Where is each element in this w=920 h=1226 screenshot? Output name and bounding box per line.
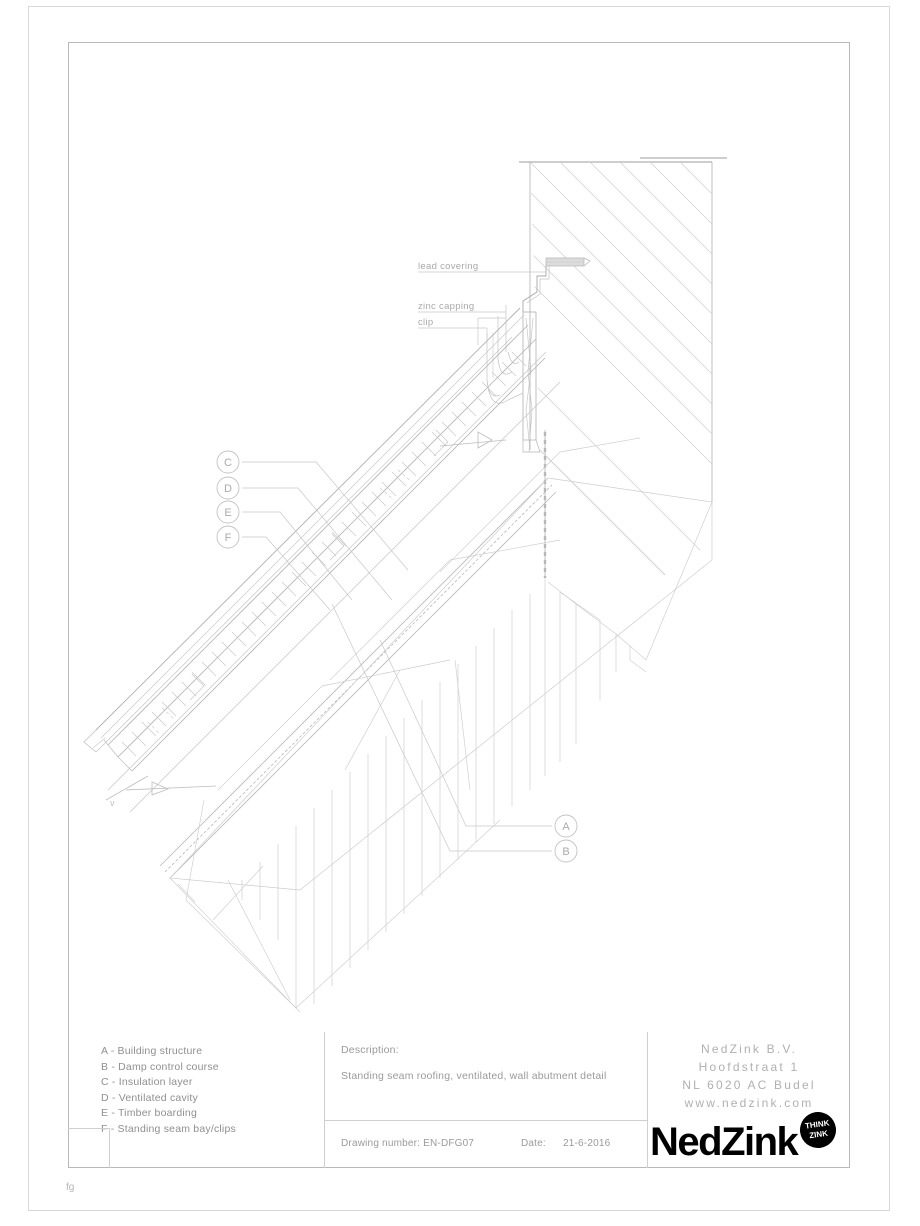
legend-item-d: D - Ventilated cavity bbox=[101, 1091, 198, 1104]
think-zink-badge: THINK ZINK bbox=[797, 1109, 839, 1151]
callout-zinc-capping: zinc capping bbox=[418, 301, 475, 312]
description-divider bbox=[325, 1120, 648, 1121]
callout-lead-covering: lead covering bbox=[418, 261, 479, 272]
date-label: Date: bbox=[521, 1138, 546, 1149]
description-column: Description: Standing seam roofing, vent… bbox=[325, 1032, 648, 1168]
legend-item-f: F - Standing seam bay/clips bbox=[101, 1122, 236, 1135]
page-border bbox=[28, 6, 890, 1211]
legend-column: A - Building structure B - Damp control … bbox=[68, 1032, 325, 1168]
drawing-number: Drawing number: EN-DFG07 bbox=[341, 1138, 475, 1149]
legend-item-e: E - Timber boarding bbox=[101, 1107, 198, 1119]
callout-clip: clip bbox=[418, 317, 434, 328]
legend-item-b: B - Damp control course bbox=[101, 1060, 219, 1073]
legend-list: A - Building structure B - Damp control … bbox=[101, 1044, 236, 1137]
description-label: Description: bbox=[341, 1044, 399, 1056]
sheet-bottom-mark: fg bbox=[66, 1182, 75, 1193]
drawing-frame bbox=[68, 42, 850, 1168]
company-city: NL 6020 AC Budel bbox=[682, 1078, 816, 1092]
company-website[interactable]: www.nedzink.com bbox=[684, 1096, 814, 1110]
title-block: A - Building structure B - Damp control … bbox=[68, 1032, 850, 1168]
company-address: NedZink B.V. Hoofdstraat 1 NL 6020 AC Bu… bbox=[648, 1040, 850, 1112]
logo-wordmark: NedZink bbox=[650, 1120, 799, 1164]
legend-item-a: A - Building structure bbox=[101, 1045, 203, 1057]
legend-item-c: C - Insulation layer bbox=[101, 1076, 193, 1088]
nedzink-logo: NedZink THINK ZINK bbox=[648, 1109, 850, 1168]
revision-box bbox=[68, 1128, 110, 1168]
company-name: NedZink B.V. bbox=[701, 1042, 797, 1056]
description-text: Standing seam roofing, ventilated, wall … bbox=[341, 1070, 607, 1082]
date-value: 21-6-2016 bbox=[563, 1138, 611, 1149]
company-street: Hoofdstraat 1 bbox=[698, 1060, 800, 1074]
company-column: NedZink B.V. Hoofdstraat 1 NL 6020 AC Bu… bbox=[648, 1032, 850, 1168]
